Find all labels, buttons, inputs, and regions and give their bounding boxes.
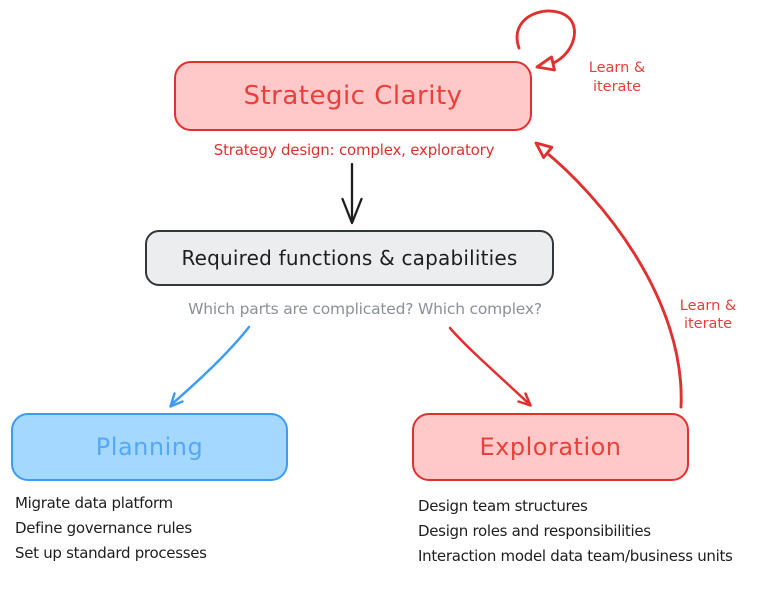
loop-label-line1: Learn & [588, 60, 646, 76]
list-item: Set up standard processes [15, 544, 207, 562]
node-planning: Planning [11, 413, 288, 481]
feedback-label-line1: Learn & [679, 298, 737, 314]
feedback-learn-iterate-label: Learn & iterate [662, 297, 754, 333]
loop-learn-iterate-label: Learn & iterate [571, 59, 663, 97]
exploration-branch-arrow [448, 326, 532, 407]
feedback-label-line2: iterate [683, 316, 733, 332]
list-item: Interaction model data team/business uni… [418, 547, 733, 565]
self-loop-arrow [515, 9, 576, 72]
list-item: Define governance rules [15, 519, 192, 537]
node-strategic-clarity: Strategic Clarity [174, 61, 532, 131]
node-exploration-label: Exploration [479, 433, 622, 461]
node-exploration: Exploration [412, 413, 689, 481]
exploration-list: Design team structures Design roles and … [418, 494, 733, 569]
loop-label-line2: iterate [592, 79, 642, 95]
list-item: Design team structures [418, 497, 588, 515]
node-required-functions: Required functions & capabilities [145, 230, 554, 286]
down-arrow [341, 162, 363, 225]
caption-which-parts: Which parts are complicated? Which compl… [188, 300, 542, 318]
feedback-arrow [534, 141, 683, 409]
caption-strategy-design: Strategy design: complex, exploratory [213, 141, 495, 159]
planning-list: Migrate data platform Define governance … [15, 491, 207, 566]
list-item: Migrate data platform [15, 494, 173, 512]
node-strategic-clarity-label: Strategic Clarity [243, 81, 463, 111]
planning-branch-arrow [169, 325, 251, 408]
list-item: Design roles and responsibilities [418, 522, 651, 540]
node-planning-label: Planning [95, 433, 204, 461]
node-required-functions-label: Required functions & capabilities [181, 246, 518, 270]
